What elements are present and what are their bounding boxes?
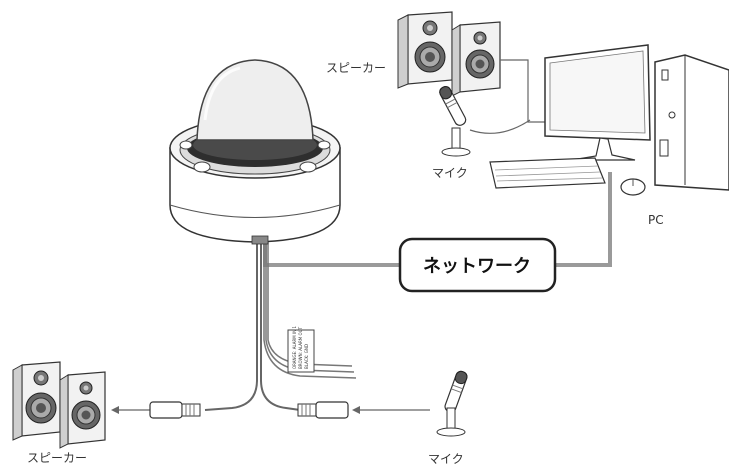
microphone-top: [439, 85, 471, 157]
speaker-bottom-label: スピーカー: [27, 451, 87, 465]
speaker-bottom-right: [59, 371, 106, 449]
pc-mouse: [620, 178, 646, 196]
audio-out-arrow: [111, 406, 150, 414]
speaker-bottom-left: [12, 361, 61, 441]
speaker-top-right: [451, 21, 501, 97]
cable-tag-line-2: BROWN: ALARM OUT: [298, 326, 303, 369]
audio-in-connector: [297, 401, 349, 419]
pc-label: PC: [648, 213, 664, 227]
network-box: ネットワーク: [398, 237, 557, 293]
cable-tag-line-1: ORANGE: ALARM IN 1: [292, 326, 297, 369]
cable-tag-line-3: BLACK: GND: [304, 344, 309, 369]
microphone-bottom: [436, 370, 468, 437]
camera-cable-bundle: [204, 240, 357, 411]
speaker-top-left: [397, 11, 453, 89]
cable-tag: ORANGE: ALARM IN 1 BROWN: ALARM OUT BLAC…: [287, 326, 315, 373]
mic-top-label: マイク: [432, 166, 468, 180]
pc-tower: [654, 54, 729, 191]
audio-in-arrow: [352, 406, 430, 414]
speaker-top-label: スピーカー: [326, 61, 386, 75]
network-cable: [263, 172, 612, 267]
audio-out-connector: [149, 401, 201, 419]
mic-bottom-label: マイク: [428, 452, 464, 466]
dome-camera: [169, 59, 341, 245]
network-label: ネットワーク: [423, 256, 531, 277]
pc-monitor: [544, 44, 651, 161]
pc-keyboard: [489, 157, 606, 189]
